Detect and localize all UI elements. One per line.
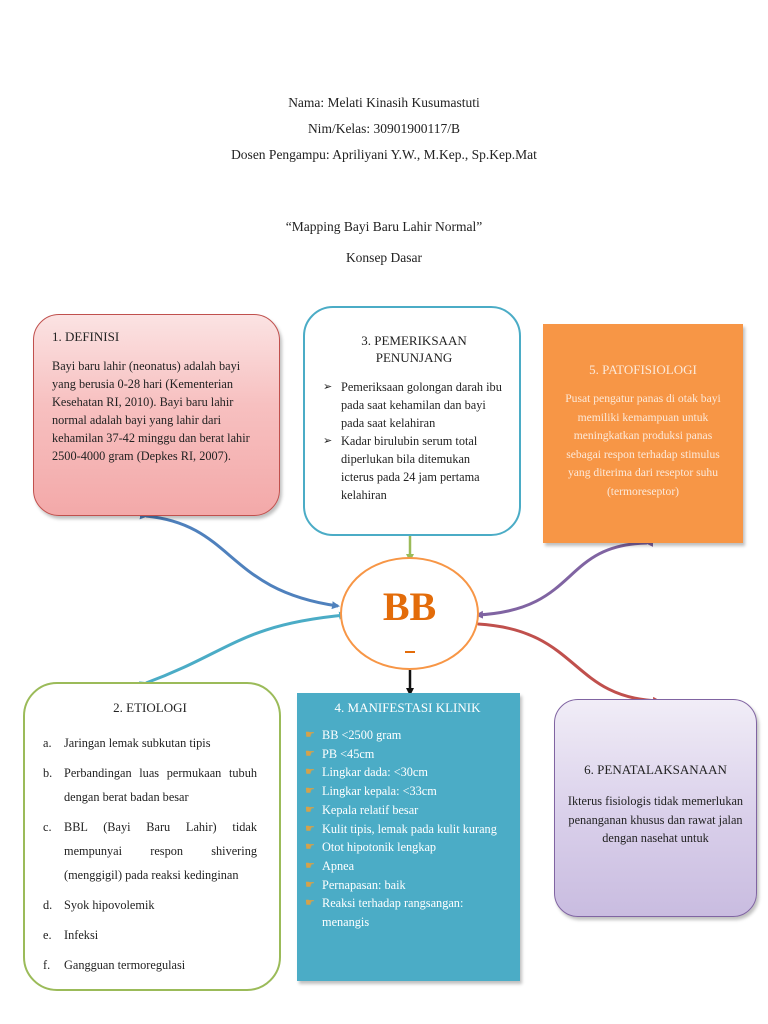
pemeriksaan-box: 3. PEMERIKSAAN PENUNJANG ➢ Pemeriksaan g… — [303, 306, 521, 536]
pemeriksaan-item-text: Kadar birulubin serum total diperlukan b… — [341, 434, 480, 502]
list-item: ➢ Kadar birulubin serum total diperlukan… — [323, 432, 505, 504]
hand-bullet-icon: ☛ — [305, 841, 315, 854]
pemeriksaan-title: 3. PEMERIKSAAN PENUNJANG — [361, 333, 467, 365]
etiologi-item-text: Infeksi — [64, 928, 99, 942]
patofisiologi-box: 5. PATOFISIOLOGI Pusat pengatur panas di… — [543, 324, 743, 543]
etiologi-item-text: Perbandingan luas permukaan tubuh dengan… — [64, 766, 257, 804]
etiologi-list: a. Jaringan lemak subkutan tipis b. Perban… — [43, 731, 257, 977]
hand-bullet-icon: ☛ — [305, 878, 315, 891]
hand-bullet-icon: ☛ — [305, 747, 315, 760]
list-item: c. BBL (Bayi Baru Lahir) tidak mempunyai … — [43, 815, 257, 887]
manifestasi-item-text: Reaksi terhadap rangsangan: menangis — [322, 896, 464, 930]
hand-bullet-icon: ☛ — [305, 766, 315, 779]
author-name: Nama: Melati Kinasih Kusumastuti — [288, 95, 480, 110]
hand-bullet-icon: ☛ — [305, 785, 315, 798]
list-item: f. Gangguan termoregulasi — [43, 953, 257, 977]
hand-bullet-icon: ☛ — [305, 803, 315, 816]
definisi-title: 1. DEFINISI — [52, 329, 120, 344]
definisi-text: Bayi baru lahir (neonatus) adalah bayi y… — [52, 359, 250, 463]
list-marker: a. — [43, 736, 52, 750]
hand-bullet-icon: ☛ — [305, 822, 315, 835]
list-item: ☛ PB <45cm — [305, 745, 510, 764]
manifestasi-item-text: Lingkar dada: <30cm — [322, 765, 428, 780]
list-item: ☛ Reaksi terhadap rangsangan: menangis — [305, 894, 510, 931]
patofisiologi-text: Pusat pengatur panas di otak bayi memili… — [565, 392, 721, 498]
list-item: ☛ Kulit tipis, lemak pada kulit kurang — [305, 820, 510, 839]
etiologi-item-text: Syok hipovolemik — [64, 898, 155, 912]
list-marker: d. — [43, 898, 53, 912]
definisi-box: 1. DEFINISI Bayi baru lahir (neonatus) a… — [33, 314, 280, 516]
list-marker: e. — [43, 928, 52, 942]
pemeriksaan-list: ➢ Pemeriksaan golongan darah ibu pada sa… — [323, 378, 505, 504]
patofisiologi-title: 5. PATOFISIOLOGI — [589, 362, 697, 377]
list-item: e. Infeksi — [43, 923, 257, 947]
list-item: ☛ Lingkar kepala: <33cm — [305, 782, 510, 801]
hand-bullet-icon: ☛ — [305, 729, 315, 741]
center-node: BB — [340, 557, 479, 670]
manifestasi-list: ☛ BB <2500 gram ☛ PB <45cm ☛ Lingkar dada: … — [305, 726, 510, 932]
manifestasi-item-text: BB <2500 gram — [322, 728, 402, 742]
manifestasi-item-text: Kulit tipis, lemak pada kulit kurang — [322, 821, 497, 836]
list-marker: b. — [43, 766, 53, 780]
list-item: ☛ BB <2500 gram — [305, 726, 510, 745]
list-item: b. Perbandingan luas permukaan tubuh deng… — [43, 761, 257, 809]
list-marker: f. — [43, 958, 51, 972]
etiologi-item-text: Gangguan termoregulasi — [64, 958, 186, 972]
connector-penatalaksanaan — [471, 619, 661, 705]
list-item: ☛ Pernapasan: baik — [305, 876, 510, 895]
lecturer: Dosen Pengampu: Apriliyani Y.W., M.Kep.,… — [231, 147, 537, 162]
author-nim: Nim/Kelas: 30901900117/B — [307, 121, 461, 136]
document-subtitle: Konsep Dasar — [345, 250, 423, 265]
manifestasi-item-text: PB <45cm — [322, 746, 375, 761]
etiologi-box: 2. ETIOLOGI a. Jaringan lemak subkutan ti… — [23, 682, 281, 991]
list-item: ➢ Pemeriksaan golongan darah ibu pada sa… — [323, 378, 505, 432]
document-title: “Mapping Bayi Baru Lahir Normal” — [285, 219, 483, 234]
etiologi-title: 2. ETIOLOGI — [113, 700, 187, 715]
hand-bullet-icon: ☛ — [305, 897, 315, 910]
manifestasi-box: 4. MANIFESTASI KLINIK ☛ BB <2500 gram ☛ PB… — [297, 693, 520, 981]
list-item: a. Jaringan lemak subkutan tipis — [43, 731, 257, 755]
manifestasi-item-text: Lingkar kepala: <33cm — [322, 784, 437, 799]
penatalaksanaan-title: 6. PENATALAKSANAAN — [584, 762, 727, 777]
manifestasi-item-text: Pernapasan: baik — [322, 877, 406, 892]
list-item: ☛ Otot hipotonik lengkap — [305, 838, 510, 857]
center-label: BB — [382, 584, 437, 629]
arrow-bullet-icon: ➢ — [323, 381, 333, 393]
list-marker: c. — [43, 820, 52, 834]
manifestasi-item-text: Kepala relatif besar — [322, 802, 419, 817]
hand-bullet-icon: ☛ — [305, 859, 315, 872]
list-item: ☛ Kepala relatif besar — [305, 801, 510, 820]
list-item: d. Syok hipovolemik — [43, 893, 257, 917]
connector-patofisiologi — [475, 538, 654, 619]
manifestasi-item-text: Apnea — [322, 858, 355, 873]
list-item: ☛ Lingkar dada: <30cm — [305, 763, 510, 782]
arrow-bullet-icon: ➢ — [323, 435, 333, 447]
manifestasi-item-text: Otot hipotonik lengkap — [322, 840, 437, 855]
etiologi-item-text: Jaringan lemak subkutan tipis — [64, 736, 211, 750]
list-item: ☛ Apnea — [305, 857, 510, 876]
penatalaksanaan-box: 6. PENATALAKSANAAN Ikterus fisiologis ti… — [554, 699, 757, 917]
pemeriksaan-item-text: Pemeriksaan golongan darah ibu pada saat… — [341, 380, 502, 430]
penatalaksanaan-text: Ikterus fisiologis tidak memerlukan pena… — [567, 794, 744, 845]
etiologi-item-text: BBL (Bayi Baru Lahir) tidak mempunyai re… — [64, 820, 257, 882]
connector-definisi — [139, 511, 340, 610]
connector-etiologi — [138, 611, 347, 689]
manifestasi-title: 4. MANIFESTASI KLINIK — [334, 700, 481, 715]
center-dash — [405, 651, 415, 653]
